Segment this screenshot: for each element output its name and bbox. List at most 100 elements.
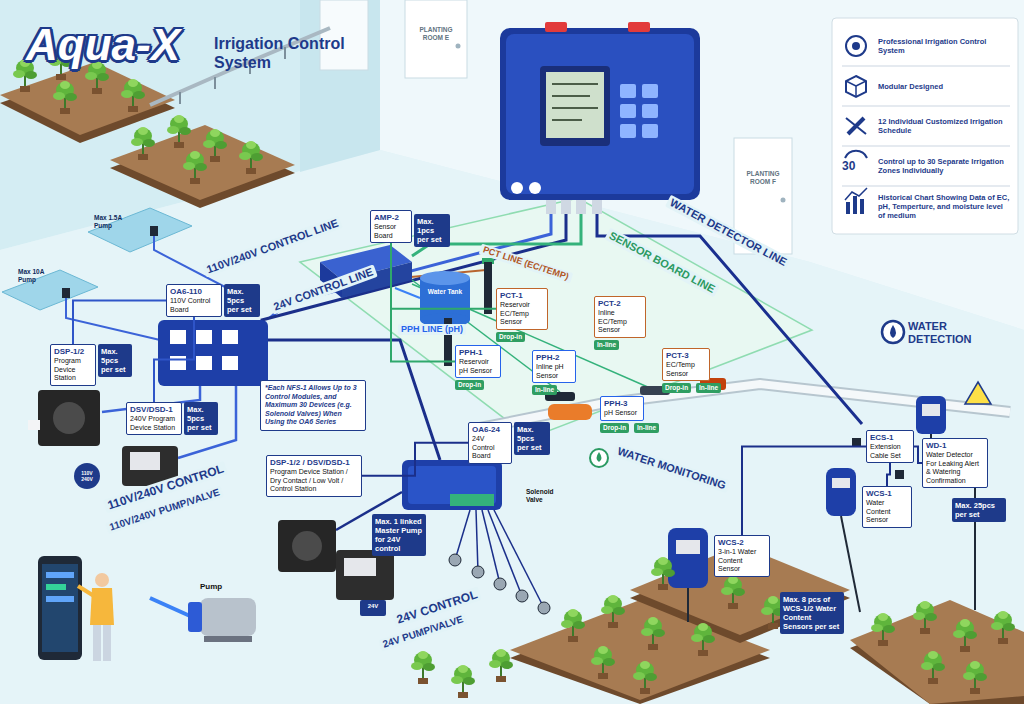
moisture-sensors [590, 321, 991, 622]
planting-beds [850, 600, 1024, 704]
solenoid-valves [494, 578, 506, 590]
feature-panel-art [856, 81, 866, 86]
device-label: DSP-1/2 / DSV/DSD-1Program Device Statio… [266, 455, 362, 497]
controller-unit [546, 200, 556, 214]
doors [405, 0, 467, 78]
plants [641, 617, 665, 650]
device-stations [28, 420, 40, 430]
sprinkler-pipe [179, 92, 181, 104]
feature-panel-art [846, 36, 866, 56]
controller-unit [552, 83, 598, 85]
icon-text: 110V 240V [76, 470, 98, 482]
pump [150, 598, 190, 616]
plants [411, 557, 1015, 698]
device-name: ECS-1 [870, 433, 910, 443]
device-label: DSV/DSD-1240V Program Device Station [126, 402, 182, 435]
feature-text: Modular Designed [878, 66, 1012, 106]
moisture-sensors [890, 325, 896, 338]
controller-unit [620, 124, 636, 138]
diagram-title: Aqua-X [26, 20, 180, 70]
power-control-boards [158, 320, 268, 386]
moisture-sensors [882, 321, 904, 343]
feature-panel-art [832, 18, 1018, 234]
quantity-tag: Max. 8 pcs of WCS-1/2 Water Content Sens… [780, 592, 844, 634]
icon-number: 30 [842, 159, 855, 173]
quantity-text: Max. 5pcs per set [227, 287, 257, 314]
quantity-tag: Max. 5pcs per set [184, 402, 218, 435]
quantity-tag: Max. 5pcs per set [224, 284, 260, 317]
moisture-sensors [922, 404, 940, 416]
plants [601, 595, 625, 628]
controller-unit [552, 107, 598, 109]
controller-unit [620, 104, 636, 118]
plants [203, 129, 227, 162]
control-wires [395, 288, 420, 298]
solenoid-valves [516, 590, 528, 602]
feature-panel-art [845, 188, 867, 200]
line-name: SENSOR BOARD LINE [604, 228, 720, 298]
device-label: PCT-2Inline EC/Temp Sensor [594, 296, 646, 338]
device-description: pH Sensor [604, 409, 640, 418]
controller-unit [506, 34, 694, 194]
quantity-text: Max. 5pcs per set [101, 347, 129, 374]
device-name: OA6-24 [472, 425, 508, 435]
feature-panel-art [846, 118, 866, 134]
line-name: 110V/240V CONTROL LINE [202, 216, 343, 278]
feature-panel: Professional Irrigation Control SystemMo… [832, 18, 1018, 234]
plants [691, 623, 715, 656]
device-stations [336, 550, 394, 600]
controller-unit [576, 200, 586, 214]
mount-tag: Drop-in [662, 383, 691, 393]
plants [561, 609, 585, 642]
plants [591, 646, 615, 679]
phone-user [38, 556, 114, 661]
sensor-probes [444, 258, 726, 420]
controller-unit [546, 72, 604, 138]
line-name: 24V CONTROL LINE [269, 264, 378, 314]
doors [781, 198, 786, 203]
cable-connector [73, 301, 166, 345]
moisture-sensors [597, 452, 602, 462]
device-label: PPH-1Reservoir pH Sensor [455, 345, 501, 378]
controller-unit [529, 182, 541, 194]
phone-user [95, 573, 109, 587]
reservoir-pools [2, 270, 98, 310]
reservoir-pools [150, 226, 158, 236]
phone-user [38, 556, 82, 660]
cable-connector [887, 463, 890, 486]
device-description: Water Content Sensor [866, 499, 908, 525]
controller-unit [511, 182, 523, 194]
controller-unit [592, 200, 602, 214]
device-name: PPH-1 [459, 348, 497, 358]
note-text: *Each NFS-1 Allows Up to 3 Control Modul… [265, 384, 361, 427]
device-label: OA6-110110V Control Board [166, 284, 222, 317]
device-label: DSP-1/2Program Device Station [50, 344, 96, 386]
pump [150, 598, 256, 642]
water-tank [420, 271, 470, 285]
device-name: DSP-1/2 / DSV/DSD-1 [270, 458, 358, 468]
phone-user [78, 586, 94, 596]
device-name: WD-1 [926, 441, 984, 451]
device-description: EC/Temp Sensor [666, 361, 706, 378]
sprinkler-pipe [214, 77, 216, 89]
feature-panel-art [853, 196, 857, 214]
control-wires [102, 214, 862, 530]
solenoid-valves [455, 510, 470, 560]
line-name: PPH LINE (pH) [398, 324, 466, 335]
device-label: ECS-1Extension Cable Set [866, 430, 914, 463]
feature-text: Control up to 30 Separate Irrigation Zon… [878, 146, 1012, 186]
phone-user [46, 572, 74, 578]
solenoid-valves [494, 510, 544, 608]
quantity-text: Max. 5pcs per set [517, 425, 547, 452]
tank-name: Water Tank [422, 288, 468, 296]
plants [721, 576, 745, 609]
plants [167, 115, 191, 148]
mount-tag: Drop-in [455, 380, 484, 390]
device-name: PCT-3 [666, 351, 706, 361]
device-label: PCT-1Reservoir EC/Temp Sensor [496, 288, 548, 330]
phone-user [46, 596, 74, 602]
cable-connector [914, 447, 922, 464]
